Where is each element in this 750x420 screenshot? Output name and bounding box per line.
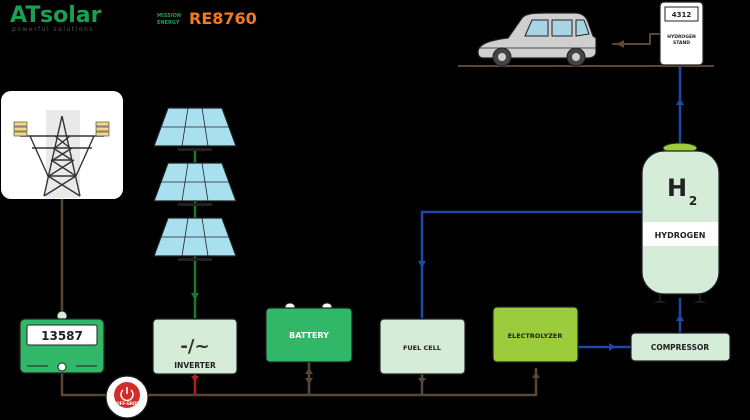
brand2-small2: ENERGY xyxy=(157,20,180,26)
re8760-logo: MISSION ENERGY RE8760 xyxy=(157,9,257,28)
brand2-title: RE8760 xyxy=(189,9,257,28)
electrolyzer-box: ELECTROLYZER xyxy=(492,306,579,363)
electrolyzer-arrow xyxy=(609,343,616,351)
battery-label: BATTERY xyxy=(289,331,329,340)
compressor-box: COMPRESSOR xyxy=(630,332,731,362)
stand-reading: 4312 xyxy=(672,11,692,19)
solar-panel-2 xyxy=(153,162,237,206)
electrolyzer-label: ELECTROLYZER xyxy=(508,332,563,340)
hydrogen-tank: H 2 HYDROGEN xyxy=(641,142,720,303)
fuel-cell-label: FUEL CELL xyxy=(403,344,441,352)
power-icon xyxy=(120,387,134,402)
meter-reading: 13587 xyxy=(41,329,83,343)
switch-button[interactable] xyxy=(114,382,140,408)
station-to-car-line xyxy=(612,33,660,45)
battery-box: BATTERY xyxy=(265,302,353,363)
solar-panel-3 xyxy=(153,217,237,261)
car-icon xyxy=(477,12,597,67)
panels-arrow xyxy=(191,293,199,300)
inverter-box: -/~ INVERTER xyxy=(152,318,238,375)
stand-label-2: STAND xyxy=(673,40,690,46)
compressor-label: COMPRESSOR xyxy=(651,343,710,352)
fuelcell-down-arrow xyxy=(418,378,426,384)
tank-formula: H xyxy=(667,174,687,202)
tank-to-fuelcell-arrow xyxy=(418,261,426,268)
inverter-label: INVERTER xyxy=(174,361,216,370)
brand-at: AT xyxy=(10,3,40,28)
tank-to-station-arrow xyxy=(676,98,684,105)
meter-display xyxy=(26,324,98,346)
fuel-cell-box: FUEL CELL xyxy=(379,318,466,375)
tank-label-band xyxy=(643,222,718,246)
atsolar-logo: AT solar powerful solutions xyxy=(10,3,102,33)
compressor-arrow xyxy=(676,314,684,321)
electrolyzer-up-arrow xyxy=(532,372,540,378)
tower-icon xyxy=(20,115,104,197)
off-grid-switch[interactable]: OFF-GRID xyxy=(105,375,149,419)
solar-panels xyxy=(153,107,237,261)
grid-tower xyxy=(1,91,123,199)
brand2-small1: MISSION xyxy=(157,13,181,19)
solar-panel-1 xyxy=(153,107,237,151)
insulator-left-icon xyxy=(13,121,28,137)
bottom-bus-line xyxy=(60,368,538,397)
battery-down-arrow xyxy=(305,378,313,384)
stand-label-1: HYDROGEN xyxy=(667,34,696,40)
tank-to-fuelcell-line xyxy=(420,210,643,318)
insulator-right-icon xyxy=(95,121,110,137)
inverter-bus-arrow xyxy=(191,376,199,382)
switch-label: OFF-GRID xyxy=(116,401,138,406)
tank-label: HYDROGEN xyxy=(655,231,706,240)
station-to-car-arrow xyxy=(616,40,624,48)
battery-up-arrow xyxy=(305,368,313,374)
grid-meter: 13587 xyxy=(19,310,105,374)
brand-tagline: powerful solutions xyxy=(12,26,94,33)
hydrogen-stand: 4312 HYDROGEN STAND xyxy=(659,1,704,66)
inverter-symbol: -/~ xyxy=(180,336,209,357)
brand-solar: solar xyxy=(40,3,102,28)
tank-subscript: 2 xyxy=(689,194,697,208)
